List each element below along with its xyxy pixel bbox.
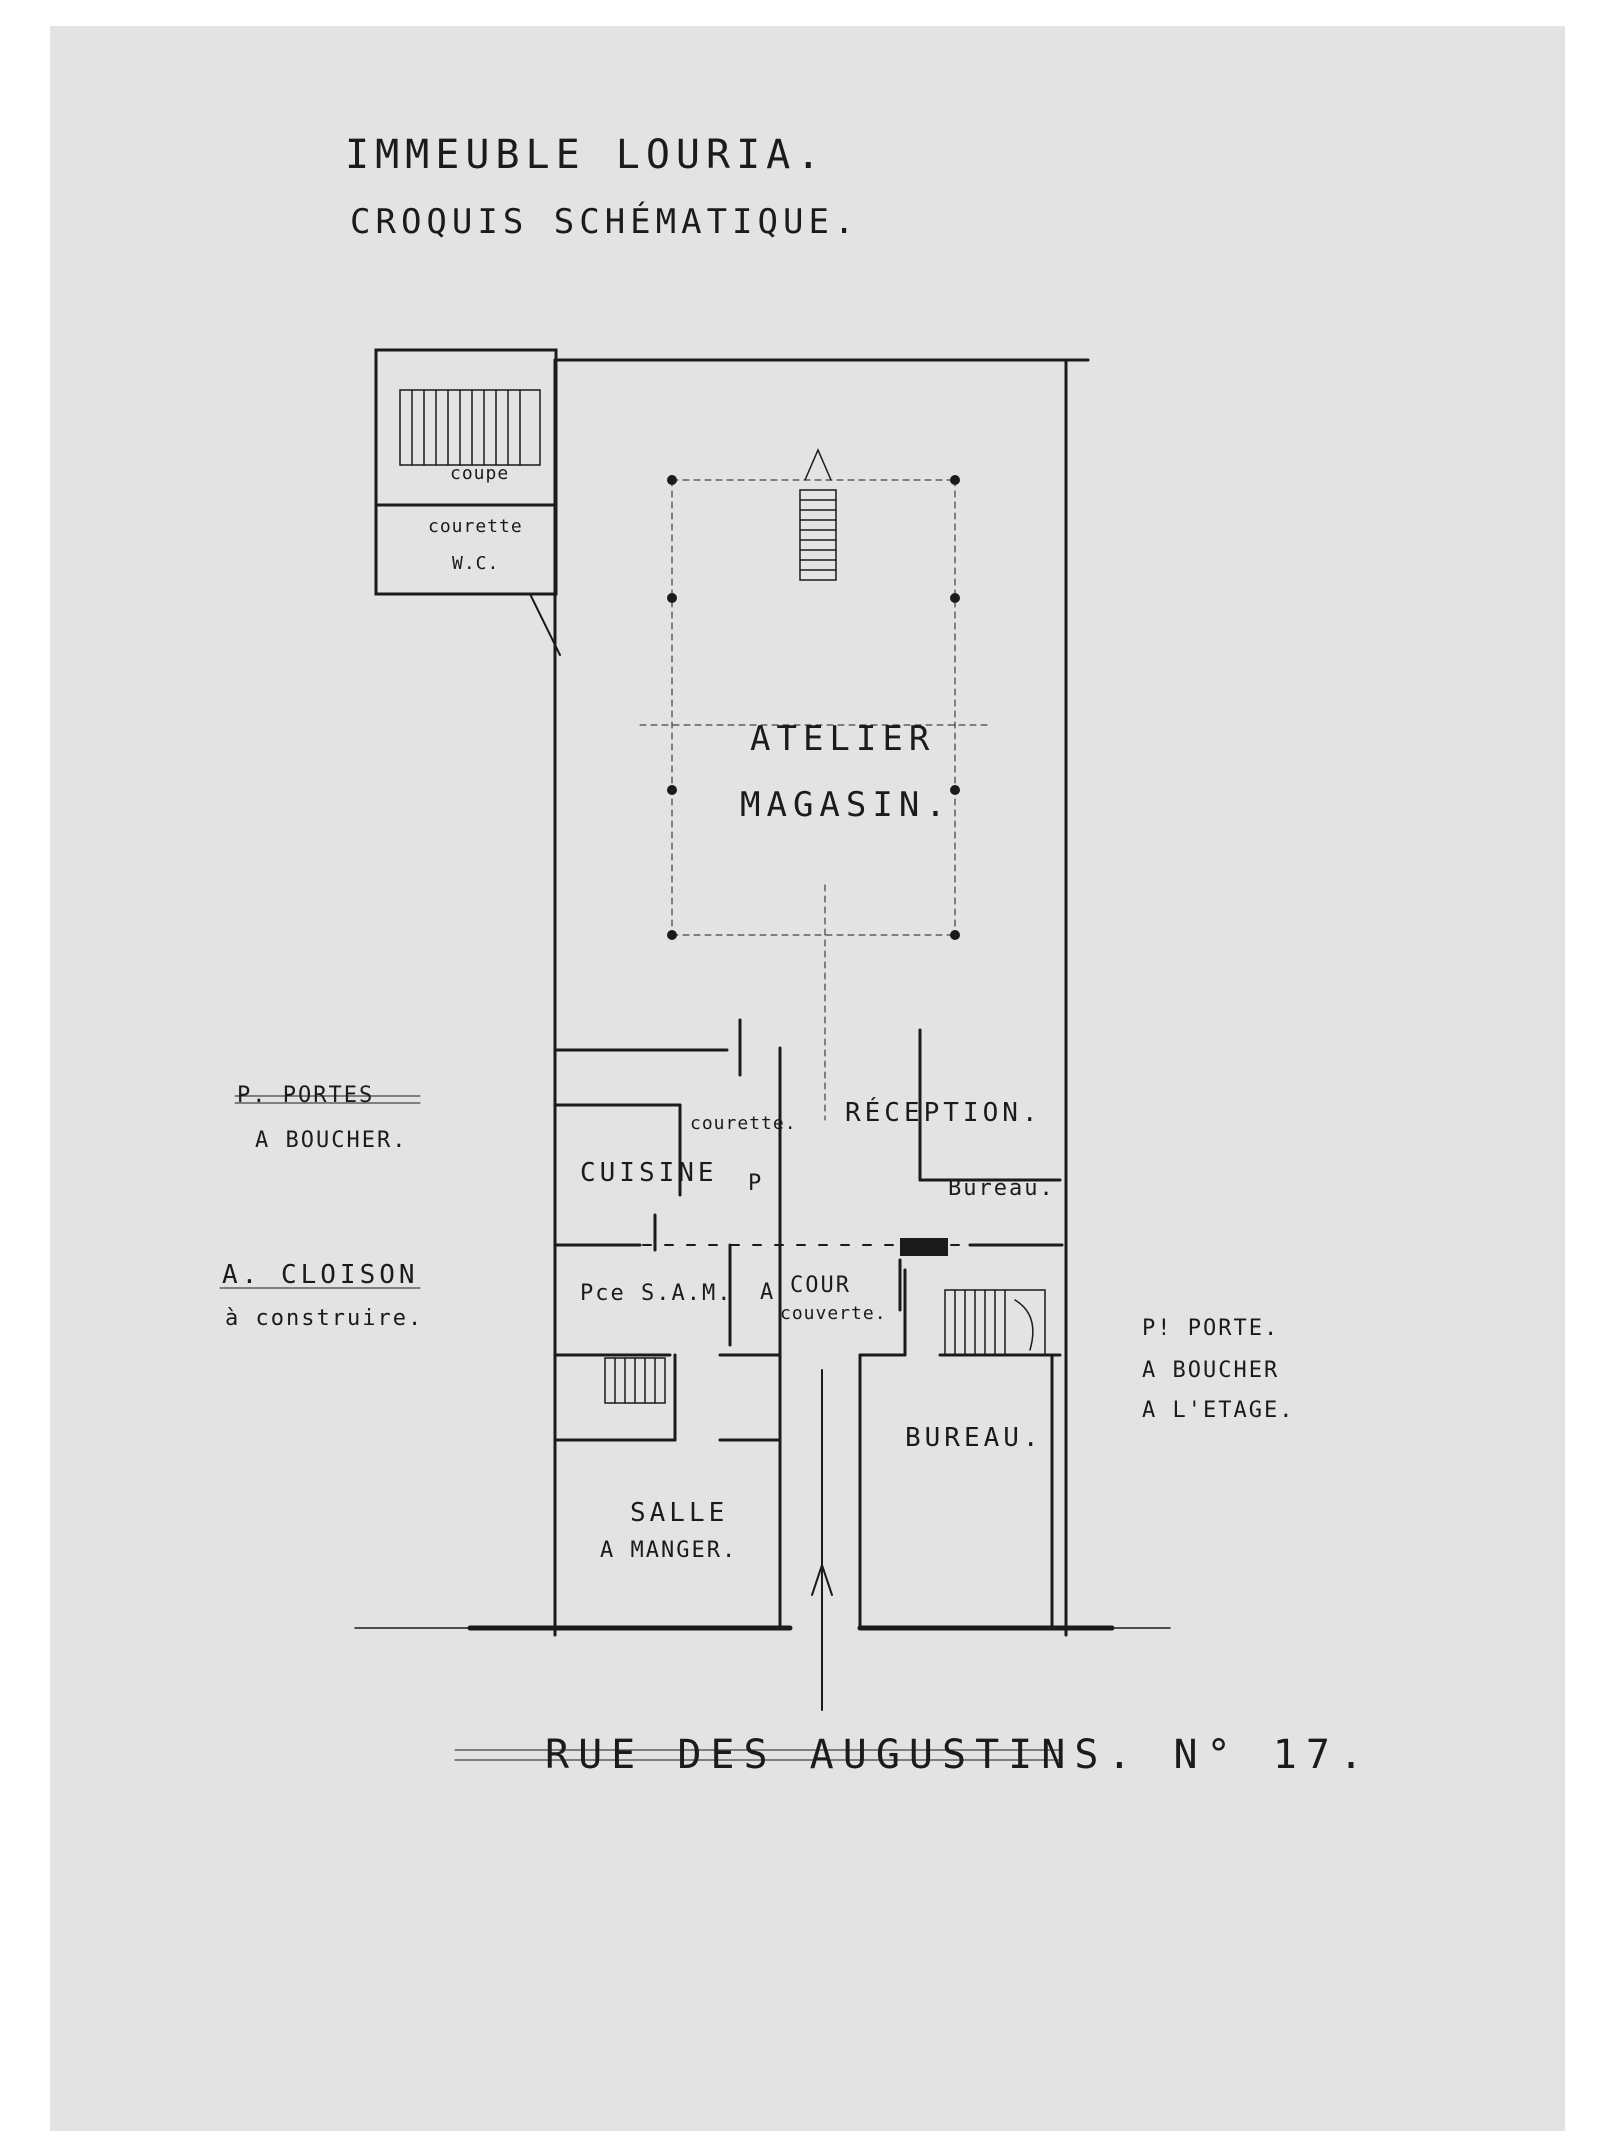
- right-stair: [944, 1289, 1046, 1356]
- drawing-subtitle: CROQUIS SCHÉMATIQUE.: [350, 202, 860, 242]
- room-label-pce-sam: Pce S.A.M.: [580, 1281, 733, 1306]
- room-label-bureau-small: Bureau.: [948, 1176, 1055, 1201]
- legend-p-porte: P! PORTE.: [1142, 1316, 1280, 1341]
- room-label-cuisine: CUISINE: [580, 1158, 718, 1188]
- room-label-reception: RÉCEPTION.: [845, 1098, 1042, 1128]
- paper-background: [50, 26, 1565, 2131]
- room-label-couverte: couverte.: [780, 1303, 887, 1324]
- legend-p-portes-sub: A BOUCHER.: [255, 1128, 408, 1153]
- room-label-cour: COUR: [790, 1273, 851, 1298]
- drawing-title: IMMEUBLE LOURIA.: [345, 132, 827, 178]
- annex-diagonal: [529, 593, 561, 656]
- annex-stair-treads: [399, 389, 541, 466]
- room-label-courette-mid: courette.: [690, 1113, 797, 1134]
- room-label-magasin: MAGASIN.: [740, 785, 952, 825]
- legend-p-porte-sub: A BOUCHER: [1142, 1358, 1280, 1383]
- room-label-salle: SALLE: [630, 1498, 729, 1528]
- atelier-stair: [799, 448, 837, 581]
- room-label-a-manger: A MANGER.: [600, 1538, 738, 1563]
- legend-a-cloison: A. CLOISON: [222, 1260, 419, 1290]
- room-label-bureau-large: BUREAU.: [905, 1423, 1043, 1453]
- room-label-wc: W.C.: [452, 553, 500, 574]
- column-dots: [667, 475, 960, 940]
- interior-walls: [553, 1018, 1064, 1630]
- entrance-arrow: [811, 1369, 833, 1711]
- blocked-door-mark: [900, 1238, 948, 1256]
- door-mark-p: P: [748, 1171, 764, 1196]
- legend-a-cloison-sub: à construire.: [225, 1306, 424, 1331]
- street-address: RUE DES AUGUSTINS. N° 17.: [545, 1732, 1373, 1778]
- legend-leaders: [219, 1095, 1061, 1761]
- room-label-atelier: ATELIER: [750, 719, 936, 759]
- legend-p-portes: P. PORTES: [237, 1083, 375, 1108]
- room-label-courette-top: courette: [428, 516, 523, 537]
- column-grid: [639, 479, 991, 1121]
- legend-p-porte-etage: A L'ETAGE.: [1142, 1398, 1295, 1423]
- partition-mark-a: A: [760, 1280, 776, 1305]
- annex-stair-block: [374, 348, 558, 596]
- room-label-coupe: coupe: [450, 463, 510, 484]
- left-stair: [604, 1357, 666, 1404]
